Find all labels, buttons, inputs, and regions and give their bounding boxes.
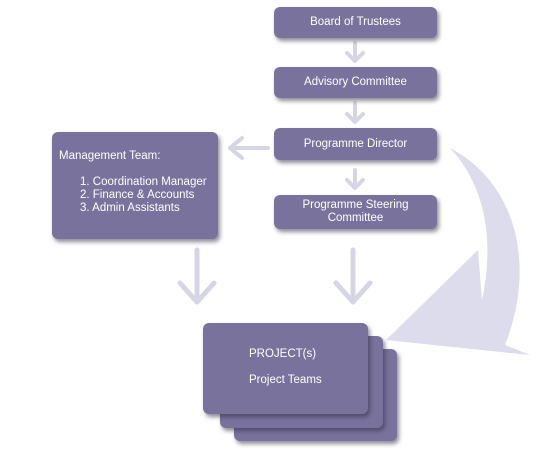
arrow-management-to-project (177, 247, 217, 305)
management-list: 1. Coordination Manager 2. Finance & Acc… (59, 176, 218, 215)
project-subtitle: Project Teams (249, 374, 322, 386)
node-management-team: Management Team: 1. Coordination Manager… (52, 132, 218, 239)
management-item: 3. Admin Assistants (80, 202, 180, 214)
curved-arrow-director-to-project (386, 148, 530, 355)
project-title: PROJECT(s) (249, 348, 317, 360)
management-title: Management Team: (59, 150, 161, 162)
node-label: Programme Steering Committee (302, 199, 409, 224)
node-programme-steering-committee: Programme Steering Committee (274, 195, 437, 229)
node-board-of-trustees: Board of Trustees (274, 7, 437, 38)
management-item: 2. Finance & Accounts (80, 189, 195, 201)
arrow-director-to-management (228, 136, 270, 160)
node-programme-director: Programme Director (274, 128, 437, 160)
management-item: 1. Coordination Manager (80, 176, 207, 188)
arrow-director-to-steering (345, 168, 365, 190)
node-label: Programme Director (303, 137, 408, 150)
arrow-steering-to-project (333, 247, 373, 305)
node-advisory-committee: Advisory Committee (274, 67, 437, 98)
node-label: Board of Trustees (310, 16, 401, 28)
arrow-advisory-to-director (345, 101, 365, 124)
arrow-board-to-advisory (345, 41, 365, 63)
node-label: Advisory Committee (304, 76, 407, 88)
node-projects: PROJECT(s) Project Teams (203, 323, 368, 414)
